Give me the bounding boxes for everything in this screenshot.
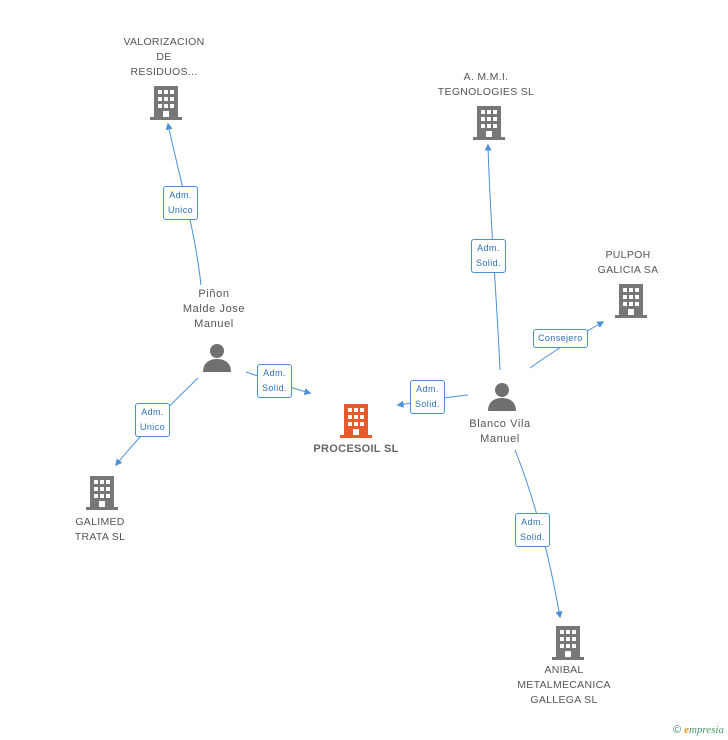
company-label-ammi[interactable]: A. M.M.I. TEGNOLOGIES SL [437, 71, 535, 98]
building-icon [86, 476, 118, 510]
company-label-valorizacion[interactable]: VALORIZACION DE RESIDUOS... [123, 36, 205, 78]
edge-label-adm-solid: Adm. Solid. [410, 380, 445, 414]
edge-label-adm-solid: Adm. Solid. [515, 513, 550, 547]
company-label-anibal[interactable]: ANIBAL METALMECANICA GALLEGA SL [517, 664, 611, 706]
person-icon [203, 344, 231, 372]
person-label-blanco[interactable]: Blanco Vila Manuel [469, 418, 531, 445]
building-icon [473, 106, 505, 140]
company-label-pulpoh[interactable]: PULPOH GALICIA SA [597, 249, 659, 276]
person-icon [488, 383, 516, 411]
building-icon [552, 626, 584, 660]
brand-logo-initial: e [684, 724, 689, 736]
edge-label-adm-unico: Adm. Unico [163, 186, 199, 220]
building-icon [615, 284, 647, 318]
main-company-building-icon [340, 404, 372, 438]
main-company-label[interactable]: PROCESOIL SL [313, 443, 399, 455]
edge-label-consejero: Consejero [533, 329, 588, 348]
edge-label-adm-solid: Adm. Solid. [257, 364, 292, 398]
person-label-pinon[interactable]: Piñon Malde Jose Manuel [182, 288, 246, 330]
brand-logo-text: mpresia [688, 724, 724, 736]
edge-label-adm-unico: Adm. Unico [135, 403, 171, 437]
copyright-symbol: © [672, 724, 682, 736]
brand-footer[interactable]: ©empresia [673, 724, 724, 736]
company-label-galimed[interactable]: GALIMED TRATA SL [74, 516, 126, 543]
edge-label-adm-solid: Adm. Solid. [471, 239, 506, 273]
building-icon [150, 86, 182, 120]
